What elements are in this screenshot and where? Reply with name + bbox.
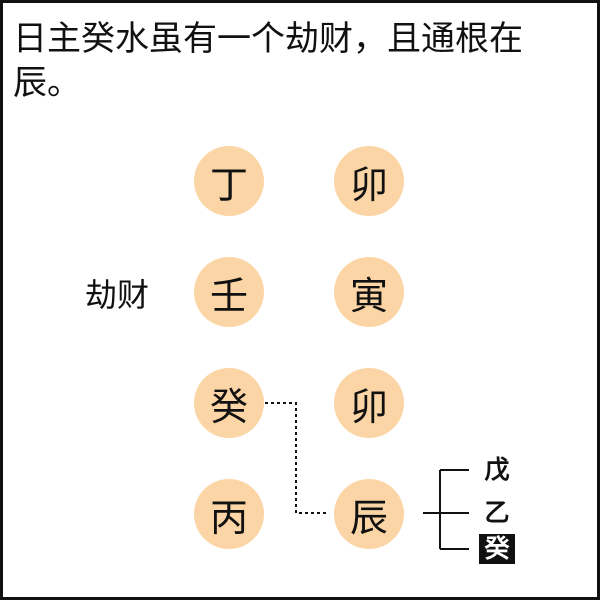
caption-text: 日主癸水虽有一个劫财，且通根在辰。	[13, 19, 523, 103]
day-branch: 卯	[334, 368, 404, 438]
hidden-stem-2: 乙	[484, 498, 510, 527]
connector-lines	[265, 402, 469, 550]
month-stem: 壬	[194, 257, 264, 327]
dotted-root-connector	[265, 402, 329, 514]
hour-branch: 辰	[334, 479, 404, 549]
hidden-stem-1: 戊	[484, 455, 510, 484]
day-stem: 癸	[194, 368, 264, 438]
side-label-jiecai: 劫财	[85, 276, 150, 314]
hidden-stem-3-highlighted: 癸	[479, 534, 515, 564]
year-stem: 丁	[194, 146, 264, 216]
year-branch: 卯	[334, 146, 404, 216]
hour-stem: 丙	[194, 479, 264, 549]
month-branch: 寅	[334, 257, 404, 327]
